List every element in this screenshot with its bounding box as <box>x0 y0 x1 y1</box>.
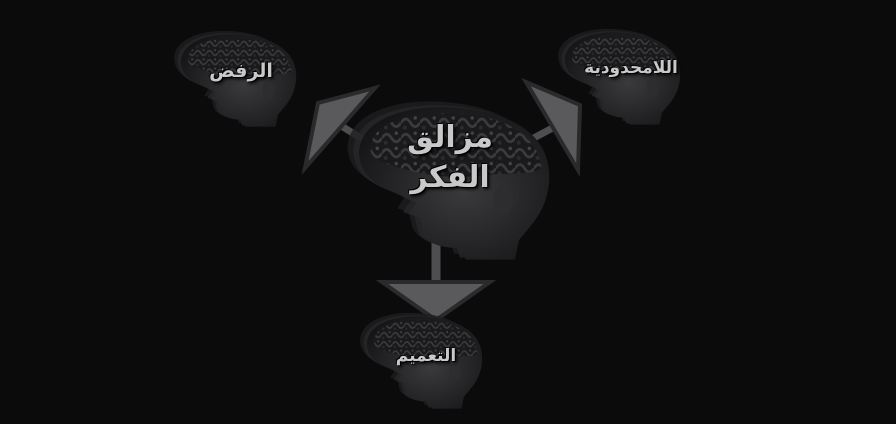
node-label-generalization: التعميم <box>395 346 457 366</box>
center-label-line2: الفكر <box>410 160 490 195</box>
connector-top-right <box>513 77 583 177</box>
center-label-line1: مزالق <box>407 120 493 155</box>
node-label-limitlessness: اللامحدودية <box>584 58 678 78</box>
node-label-rejection: الرفض <box>209 60 273 82</box>
center-node-label: مزالق الفكر <box>380 118 520 198</box>
